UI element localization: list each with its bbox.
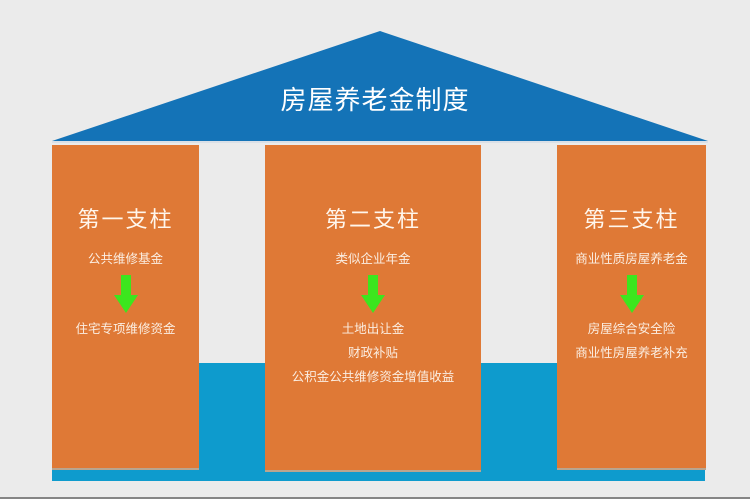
system-title: 房屋养老金制度 xyxy=(280,86,470,116)
pillar-second: 第二支柱 类似企业年金 土地出让金 财政补贴 公积金公共维修资金增值收益 xyxy=(265,145,481,470)
arrow-down-icon xyxy=(361,275,385,313)
pillar-title: 第一支柱 xyxy=(77,208,174,233)
pillar-use-item: 房屋综合安全险 xyxy=(587,321,676,336)
pillar-funding-source: 公共维修基金 xyxy=(87,251,163,266)
pillar-funding-source: 商业性质房屋养老金 xyxy=(575,251,688,266)
pillar-use-item: 财政补贴 xyxy=(347,345,398,360)
pillar-funding-source: 类似企业年金 xyxy=(335,251,411,266)
pillar-use-item: 土地出让金 xyxy=(341,321,405,336)
pillar-uses-list: 土地出让金 财政补贴 公积金公共维修资金增值收益 xyxy=(265,317,481,389)
arrow-down-icon xyxy=(113,275,138,313)
pillar-title: 第二支柱 xyxy=(324,208,421,233)
pillar-use-item: 公积金公共维修资金增值收益 xyxy=(291,369,455,384)
pillar-first: 第一支柱 公共维修基金 住宅专项维修资金 xyxy=(52,145,199,468)
pillar-third: 第三支柱 商业性质房屋养老金 房屋综合安全险 商业性房屋养老补充 xyxy=(557,145,706,468)
pillar-uses-list: 住宅专项维修资金 xyxy=(52,317,199,341)
arrow-down-icon xyxy=(619,275,644,313)
pillar-use-item: 商业性房屋养老补充 xyxy=(575,345,688,360)
pillar-use-item: 住宅专项维修资金 xyxy=(75,321,176,336)
roof-triangle xyxy=(52,31,708,143)
pillar-uses-list: 房屋综合安全险 商业性房屋养老补充 xyxy=(557,317,706,365)
bottom-divider xyxy=(0,497,750,499)
pillar-title: 第三支柱 xyxy=(583,208,680,233)
